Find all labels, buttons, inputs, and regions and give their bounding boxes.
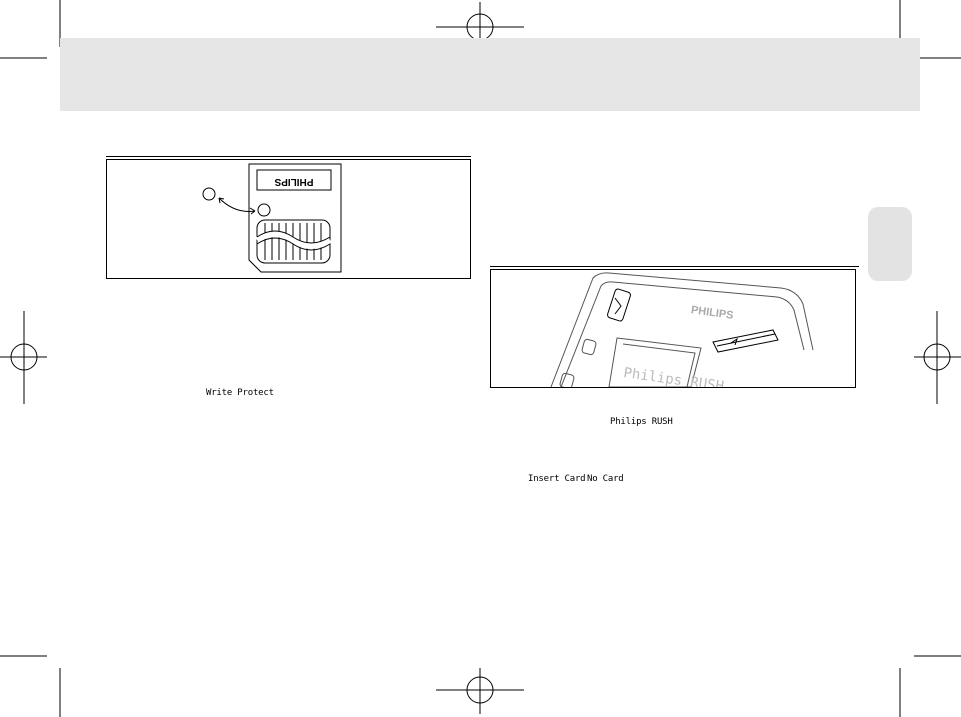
- label-write-protect: Write Protect: [206, 388, 274, 398]
- figure-card-illustration: PHILIPS: [106, 159, 471, 279]
- figure-device-rule: [490, 266, 859, 267]
- device-brand-logo: PHILIPS: [690, 304, 734, 322]
- label-philips-rush: Philips RUSH: [610, 417, 673, 427]
- write-protect-dot-on: [257, 203, 271, 217]
- crosshair-icon-left: [0, 311, 47, 404]
- device-drawing: PHILIPS Philips RUSH: [550, 272, 814, 387]
- figure-device-illustration: PHILIPS Philips RUSH: [490, 269, 856, 388]
- card-brand-logo: PHILIPS: [274, 176, 313, 187]
- smartmedia-card-drawing: PHILIPS: [202, 163, 342, 273]
- device-screen-text: Philips RUSH: [622, 365, 724, 387]
- label-insert-card: Insert Card: [528, 474, 586, 484]
- crosshair-icon-right: [914, 311, 961, 404]
- crosshair-icon-bottom: [436, 668, 524, 714]
- side-language-tab: [868, 207, 912, 281]
- label-no-card: No Card: [587, 474, 624, 484]
- figure-card-rule: [106, 156, 471, 157]
- write-protect-dot-off: [202, 187, 216, 201]
- header-band: [60, 38, 920, 111]
